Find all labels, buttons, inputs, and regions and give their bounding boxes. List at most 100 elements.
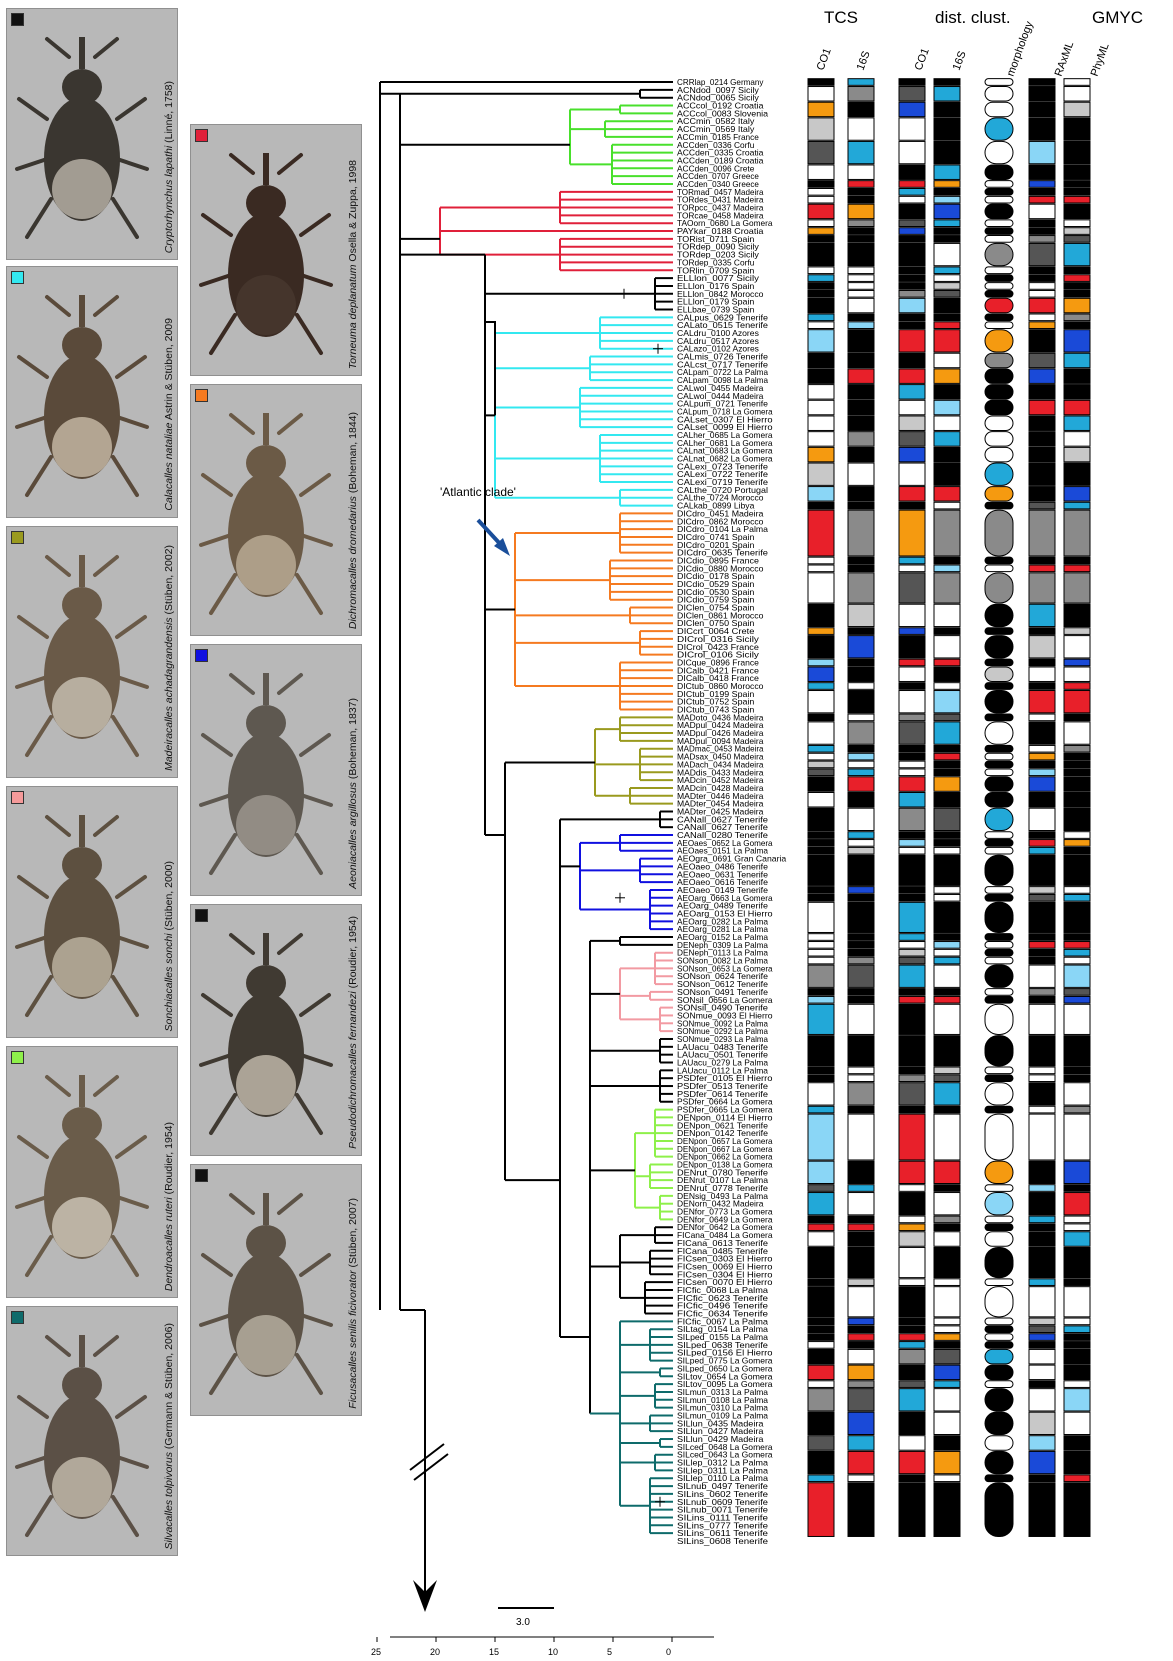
- delimitation-bar: [1029, 118, 1055, 140]
- delimitation-bar: [934, 855, 960, 885]
- delimitation-bar: [848, 722, 874, 744]
- delimitation-bar: [808, 1389, 834, 1411]
- delimitation-bar: [934, 887, 960, 894]
- delimitation-bar: [985, 432, 1013, 446]
- delimitation-bar: [848, 777, 874, 791]
- delimitation-bar: [899, 1326, 925, 1333]
- delimitation-bar: [985, 1247, 1013, 1277]
- delimitation-bar: [934, 565, 960, 572]
- delimitation-bar: [1029, 416, 1055, 430]
- delimitation-bar: [1064, 353, 1090, 367]
- delimitation-bar: [985, 1106, 1013, 1113]
- delimitation-bar: [899, 188, 925, 195]
- delimitation-bar: [985, 385, 1013, 399]
- delimitation-bar: [985, 847, 1013, 854]
- delimitation-bar: [1064, 628, 1090, 635]
- delimitation-bar: [1064, 1004, 1090, 1034]
- delimitation-bar: [1064, 996, 1090, 1003]
- delimitation-bar: [848, 353, 874, 367]
- delimitation-bar: [848, 228, 874, 235]
- delimitation-bar: [1064, 102, 1090, 116]
- delimitation-bar: [899, 957, 925, 964]
- delimitation-bar: [1029, 283, 1055, 290]
- delimitation-bar: [808, 894, 834, 901]
- delimitation-bar: [1029, 942, 1055, 949]
- delimitation-bar: [808, 1114, 834, 1160]
- delimitation-bar: [899, 275, 925, 282]
- delimitation-bar: [1064, 1342, 1090, 1349]
- delimitation-bar: [934, 510, 960, 556]
- delimitation-bar: [848, 667, 874, 681]
- delimitation-bar: [808, 1075, 834, 1082]
- delimitation-bar: [808, 275, 834, 282]
- delimitation-bar: [1029, 1083, 1055, 1105]
- delimitation-bar: [848, 714, 874, 721]
- delimitation-bar: [1029, 965, 1055, 987]
- delimitation-bar: [848, 965, 874, 987]
- delimitation-bar: [899, 1412, 925, 1434]
- delimitation-bar: [808, 1185, 834, 1192]
- delimitation-bar: [808, 745, 834, 752]
- delimitation-bar: [899, 1334, 925, 1341]
- delimitation-bar: [808, 1381, 834, 1388]
- delimitation-bar: [934, 1318, 960, 1325]
- delimitation-bar: [848, 1451, 874, 1473]
- delimitation-bar: [808, 753, 834, 760]
- delimitation-bar: [899, 1287, 925, 1317]
- delimitation-bar: [848, 855, 874, 885]
- delimitation-bar: [934, 330, 960, 352]
- delimitation-bar: [899, 1365, 925, 1379]
- delimitation-bar: [985, 487, 1013, 501]
- delimitation-bar: [848, 949, 874, 956]
- delimitation-bar: [848, 502, 874, 509]
- delimitation-bar: [985, 957, 1013, 964]
- delimitation-bar: [848, 1106, 874, 1113]
- delimitation-bar: [1064, 957, 1090, 964]
- delimitation-bar: [848, 322, 874, 329]
- delimitation-bar: [899, 894, 925, 901]
- delimitation-bar: [985, 502, 1013, 509]
- delimitation-bar: [934, 463, 960, 485]
- delimitation-bar: [985, 628, 1013, 635]
- delimitation-bar: [899, 1389, 925, 1411]
- delimitation-bar: [985, 1224, 1013, 1231]
- delimitation-bar: [1029, 447, 1055, 461]
- delimitation-bar: [899, 228, 925, 235]
- delimitation-bar: [934, 314, 960, 321]
- delimitation-bar: [1064, 283, 1090, 290]
- delimitation-bar: [1029, 957, 1055, 964]
- delimitation-bar: [985, 1114, 1013, 1160]
- delimitation-bar: [1029, 267, 1055, 274]
- delimitation-bar: [899, 840, 925, 847]
- delimitation-bar: [1029, 1247, 1055, 1277]
- delimitation-bar: [1029, 243, 1055, 265]
- delimitation-bar: [934, 353, 960, 367]
- delimitation-bar: [1029, 1004, 1055, 1034]
- delimitation-bar: [934, 667, 960, 681]
- delimitation-bar: [1064, 330, 1090, 352]
- delimitation-bar: [1029, 228, 1055, 235]
- delimitation-bar: [934, 79, 960, 86]
- delimitation-bar: [848, 220, 874, 227]
- delimitation-bar: [808, 298, 834, 312]
- delimitation-bar: [899, 267, 925, 274]
- delimitation-bar: [934, 1287, 960, 1317]
- delimitation-bar: [985, 894, 1013, 901]
- delimitation-bar: [934, 196, 960, 203]
- delimitation-bar: [934, 204, 960, 218]
- delimitation-bar: [934, 1106, 960, 1113]
- delimitation-bar: [934, 1334, 960, 1341]
- delimitation-bar: [934, 1036, 960, 1066]
- delimitation-bar: [899, 165, 925, 179]
- delimitation-bar: [808, 1365, 834, 1379]
- delimitation-bar: [934, 487, 960, 501]
- delimitation-bar: [985, 769, 1013, 776]
- delimitation-bar: [934, 369, 960, 383]
- delimitation-bar: [934, 181, 960, 188]
- delimitation-bar: [899, 1475, 925, 1482]
- delimitation-bar: [934, 1342, 960, 1349]
- delimitation-bar: [1029, 934, 1055, 941]
- delimitation-bar: [1029, 275, 1055, 282]
- delimitation-bar: [934, 1326, 960, 1333]
- delimitation-bar: [1029, 753, 1055, 760]
